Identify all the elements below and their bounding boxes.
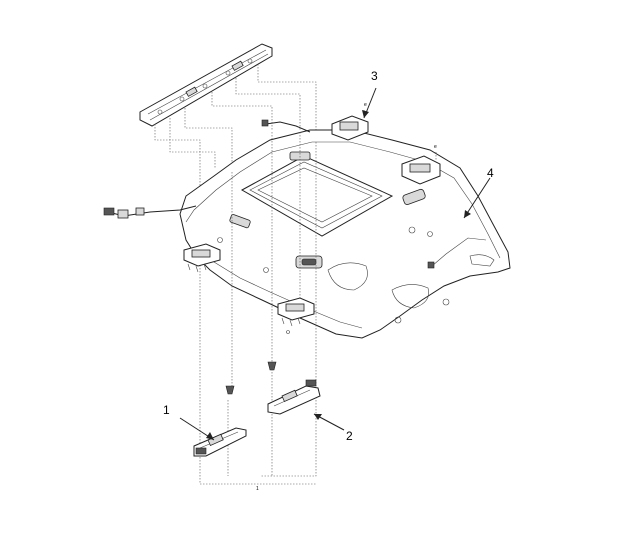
bracket-right: e xyxy=(401,144,441,185)
roof-headlining xyxy=(179,129,511,339)
visor-leader-lines xyxy=(200,132,317,485)
callout-1: 1 xyxy=(163,403,170,417)
callout-2: 2 xyxy=(346,429,353,443)
bottom-mark: 1 xyxy=(256,486,259,492)
bracket-3-mark: e xyxy=(364,102,367,108)
callout-3: 3 xyxy=(371,69,378,83)
sun-visor-left xyxy=(193,427,247,457)
right-visor-bracket xyxy=(277,297,315,334)
right-bracket-mark: e xyxy=(434,144,437,150)
front-roof-rail xyxy=(139,43,273,127)
callout-4: 4 xyxy=(487,166,494,180)
rail-leader-lines xyxy=(154,64,317,484)
sun-visor-right xyxy=(267,379,321,415)
visor-clips xyxy=(225,361,277,395)
callout-arrows xyxy=(179,87,491,441)
left-visor-bracket xyxy=(183,243,221,273)
wiring-harness xyxy=(103,119,311,219)
bracket-part-3: e xyxy=(331,102,369,141)
